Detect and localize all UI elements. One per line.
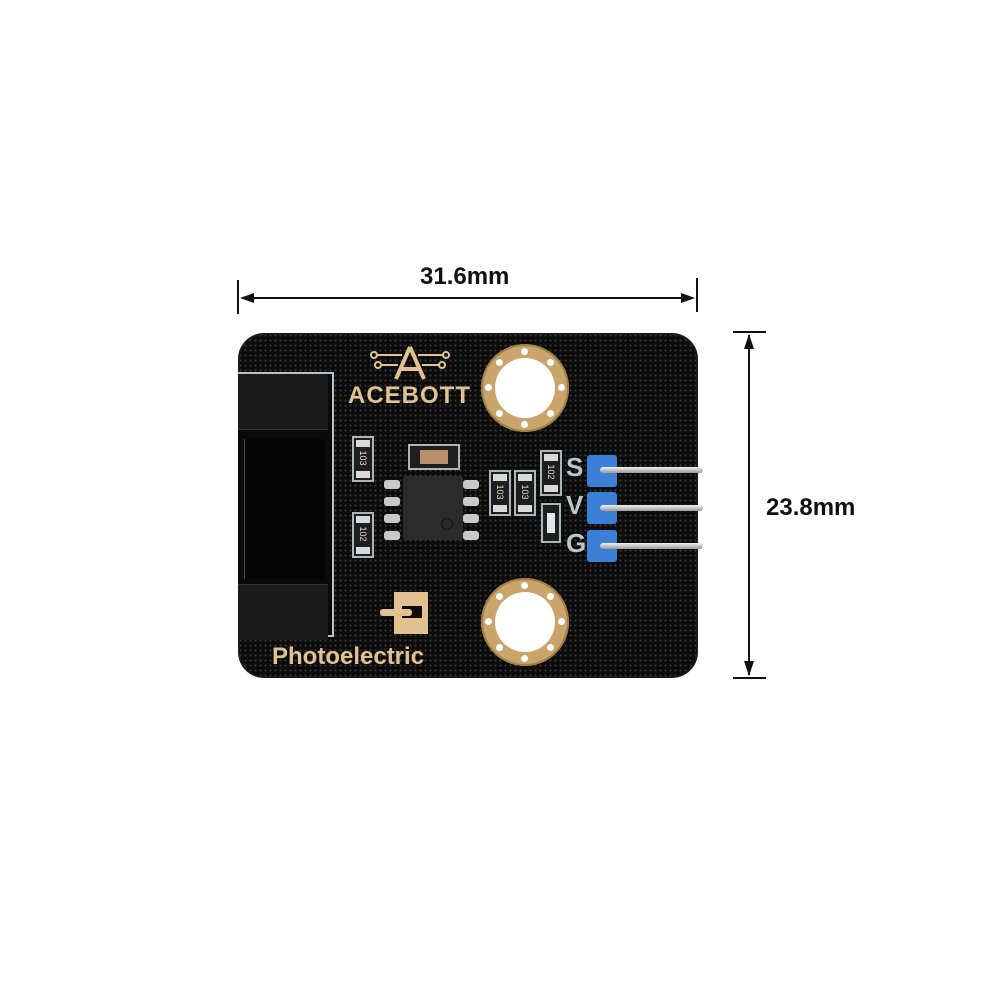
photo-interrupter-sensor xyxy=(238,372,334,640)
sensor-slot xyxy=(244,439,325,579)
sensor-bottom-cap xyxy=(238,584,328,640)
resistor: 102 xyxy=(540,450,562,496)
pin-label-v: V xyxy=(566,490,584,520)
mounting-hole-bottom xyxy=(481,578,569,666)
resistor: 103 xyxy=(514,470,536,516)
width-label: 31.6mm xyxy=(420,263,510,290)
photoelectric-module-icon xyxy=(380,592,428,634)
pin-wire xyxy=(600,467,703,473)
sensor-top-cap xyxy=(238,374,328,430)
pin-label-s: S xyxy=(566,452,584,482)
brand-label: ACEBOTT xyxy=(348,382,471,409)
acebott-logo-icon xyxy=(370,346,450,380)
resistor: 102 xyxy=(352,512,374,558)
pin-label-g: G xyxy=(566,528,587,558)
module-name-label: Photoelectric xyxy=(272,643,425,670)
resistor: 103 xyxy=(489,470,511,516)
capacitor xyxy=(408,444,460,470)
ic-chip xyxy=(403,476,463,540)
led xyxy=(541,503,561,543)
pin-wire xyxy=(600,543,703,549)
width-dimension-arrow-icon xyxy=(237,278,698,314)
resistor: 103 xyxy=(352,436,374,482)
height-label: 23.8mm xyxy=(766,494,856,521)
mounting-hole-top xyxy=(481,344,569,432)
height-dimension-arrow-icon xyxy=(733,331,766,679)
pin-wire xyxy=(600,505,703,511)
